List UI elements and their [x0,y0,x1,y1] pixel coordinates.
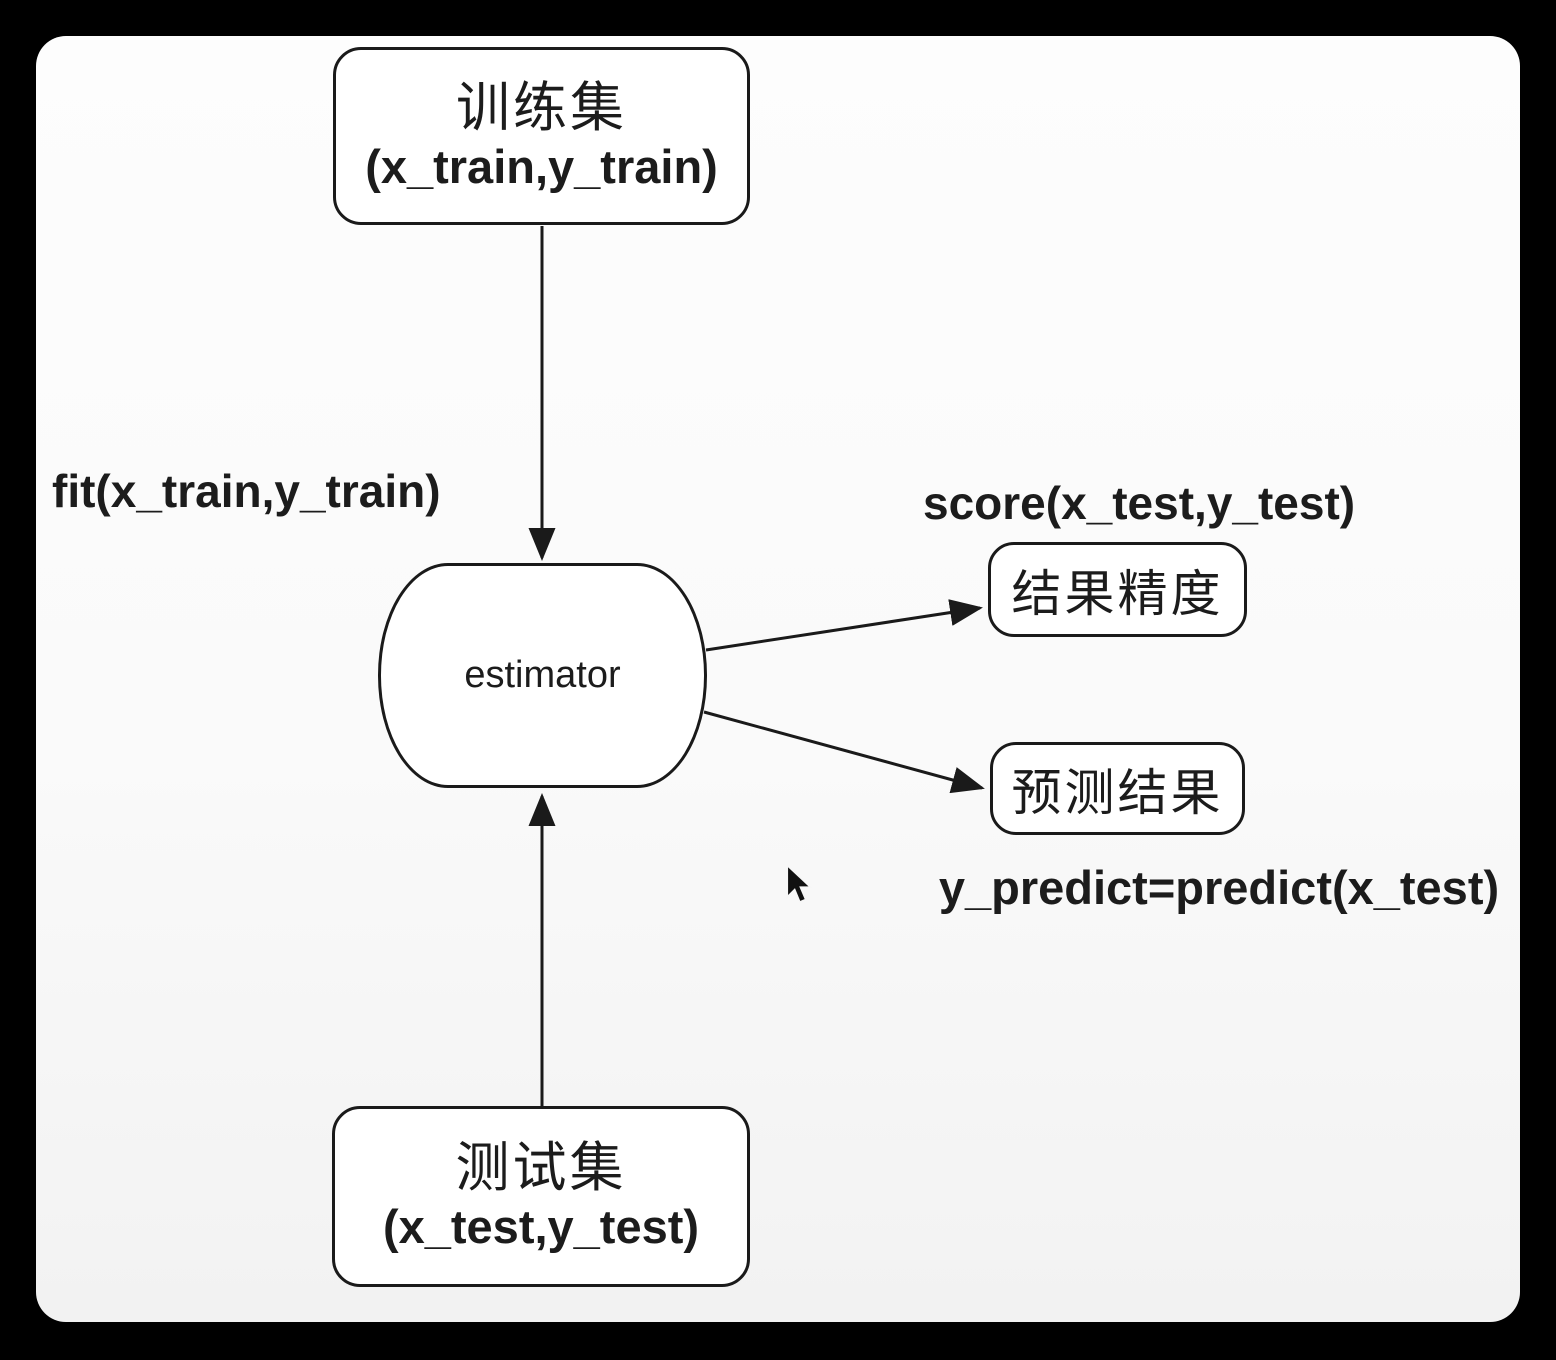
node-test-set: 测试集 (x_test,y_test) [332,1106,750,1287]
test-set-subtitle: (x_test,y_test) [382,1200,700,1254]
estimator-label: estimator [464,654,621,696]
edge-estimator-to-accuracy [705,599,983,652]
node-train-set: 训练集 (x_train,y_train) [333,47,750,225]
train-set-subtitle: (x_train,y_train) [365,139,718,193]
edge-label-predict: y_predict=predict(x_test) [938,861,1500,914]
node-prediction-result: 预测结果 [990,742,1245,835]
test-set-title: 测试集 [455,1138,627,1199]
train-set-title: 训练集 [456,77,627,138]
diagram-canvas: 训练集 (x_train,y_train) estimator 结果精度 预测结… [36,36,1520,1322]
mouse-cursor-icon [786,864,813,904]
node-result-accuracy: 结果精度 [988,542,1247,637]
edge-label-fit: fit(x_train,y_train) [52,465,441,517]
node-estimator: estimator [378,563,707,788]
edge-label-score: score(x_test,y_test) [923,477,1356,529]
edge-estimator-to-prediction [703,710,985,794]
flow-arrows [528,226,985,1106]
prediction-result-label: 预测结果 [1011,764,1224,821]
result-accuracy-label: 结果精度 [1011,565,1224,622]
